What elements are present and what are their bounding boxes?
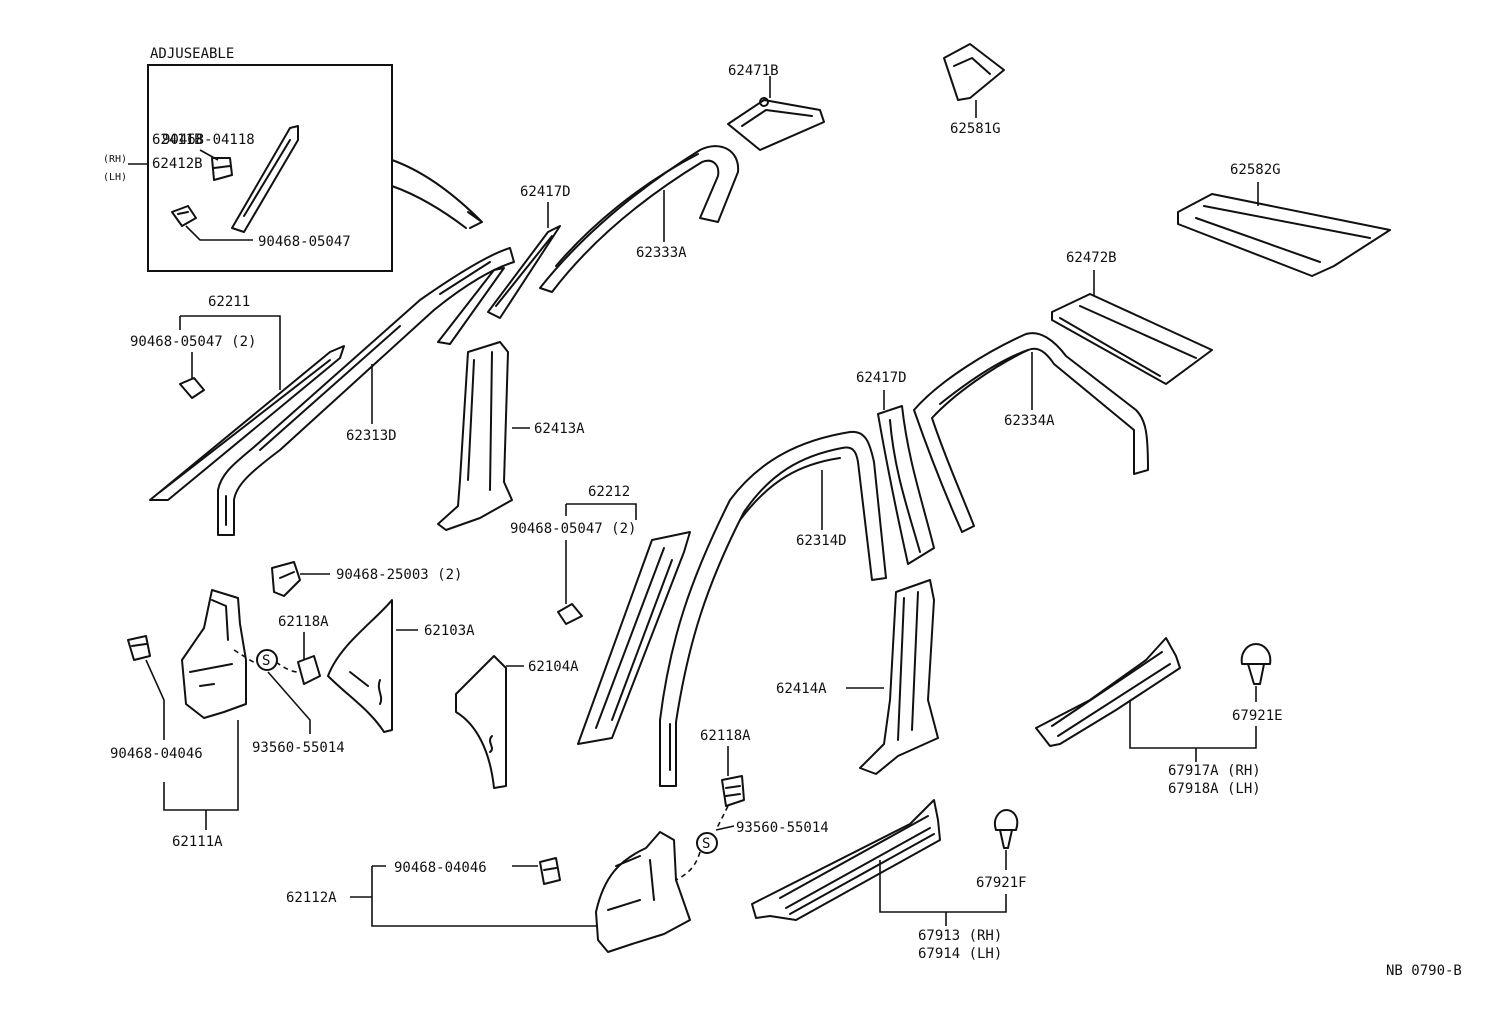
label-c90468-05047-a: 90468-05047 (2) (130, 334, 256, 350)
center-pillar-62413A (437, 341, 513, 531)
label-p62417D-a: 62417D (520, 184, 571, 200)
label-c93560-55014-b: 93560-55014 (736, 820, 829, 836)
label-p62211: 62211 (208, 294, 250, 310)
label-p62412B-lh: (LH) (103, 172, 127, 183)
cowl-side-62112A (595, 831, 691, 953)
label-c90468-05047-b: 90468-05047 (2) (510, 521, 636, 537)
label-c93560-55014-a: 93560-55014 (252, 740, 345, 756)
label-c90468-04046-b: 90468-04046 (394, 860, 487, 876)
label-p62582G: 62582G (1230, 162, 1281, 178)
kick-panel-62103A (327, 599, 393, 733)
front-pillar-62313D (217, 247, 515, 536)
clip-67921E (1240, 643, 1272, 685)
scuff-plate-67913 (751, 799, 941, 921)
sealer-a: S (262, 653, 270, 669)
label-p67921E: 67921E (1232, 708, 1283, 724)
label-c90468-04118: 90468-04118 (162, 132, 255, 148)
label-p62112A: 62112A (286, 890, 337, 906)
label-p62411B-rh: (RH) (103, 154, 127, 165)
label-c90468-05047-inset: 90468-05047 (258, 234, 351, 250)
sealer-b: S (702, 836, 710, 852)
pillar-62414A (859, 579, 939, 775)
roof-side-62333A (539, 145, 740, 293)
clip-62118A-b (721, 775, 745, 807)
label-p67918A: 67918A (LH) (1168, 781, 1261, 797)
label-p67913: 67913 (RH) (918, 928, 1002, 944)
clip-62118A-a (297, 655, 321, 685)
inset-title: ADJUSEABLE (150, 46, 234, 62)
label-c90468-04046-a: 90468-04046 (110, 746, 203, 762)
label-p62471B: 62471B (728, 63, 779, 79)
adjustable-inset: ADJUSEABLE (147, 46, 483, 272)
clip-90468-04046-a (127, 635, 151, 661)
label-p62334A: 62334A (1004, 413, 1055, 429)
label-p62313D: 62313D (346, 428, 397, 444)
label-p62333A: 62333A (636, 245, 687, 261)
clip-90468-04046-b (539, 857, 561, 885)
label-p67914: 67914 (LH) (918, 946, 1002, 962)
roof-panel-62582G (1177, 193, 1391, 277)
label-p62111A: 62111A (172, 834, 223, 850)
scuff-plate-67917A (1035, 637, 1181, 747)
drawing-number: NB 0790-B (1386, 963, 1462, 979)
label-p62417D-b: 62417D (856, 370, 907, 386)
label-p62412B: 62412B (152, 156, 203, 172)
label-p62104A: 62104A (528, 659, 579, 675)
front-pillar-garnish-62211 (149, 345, 345, 501)
bracket-62581G (943, 43, 1005, 101)
roof-panel-62472B (1051, 293, 1213, 385)
clip-67921F (994, 809, 1019, 849)
pillar-62314D (659, 430, 887, 787)
kick-panel-62104A (455, 655, 507, 789)
label-p67921F: 67921F (976, 875, 1027, 891)
label-c90468-25003: 90468-25003 (2) (336, 567, 462, 583)
label-p67917A: 67917A (RH) (1168, 763, 1261, 779)
label-p62472B: 62472B (1066, 250, 1117, 266)
label-p62212: 62212 (588, 484, 630, 500)
label-p62103A: 62103A (424, 623, 475, 639)
cowl-side-62111A (181, 589, 247, 719)
roof-side-62417D-a (487, 225, 561, 319)
roof-side-62417D-b (877, 405, 935, 565)
assist-62471B (727, 97, 825, 151)
roof-side-62334A (913, 332, 1149, 533)
label-p62118A-a: 62118A (278, 614, 329, 630)
label-p62118A-b: 62118A (700, 728, 751, 744)
label-p62581G: 62581G (950, 121, 1001, 137)
quarter-pillar-garnish-62212 (577, 531, 691, 745)
label-p62414A: 62414A (776, 681, 827, 697)
label-p62411B: 62411B (152, 132, 203, 148)
clip-90468-25003 (271, 561, 301, 597)
label-p62413A: 62413A (534, 421, 585, 437)
label-p62314D: 62314D (796, 533, 847, 549)
